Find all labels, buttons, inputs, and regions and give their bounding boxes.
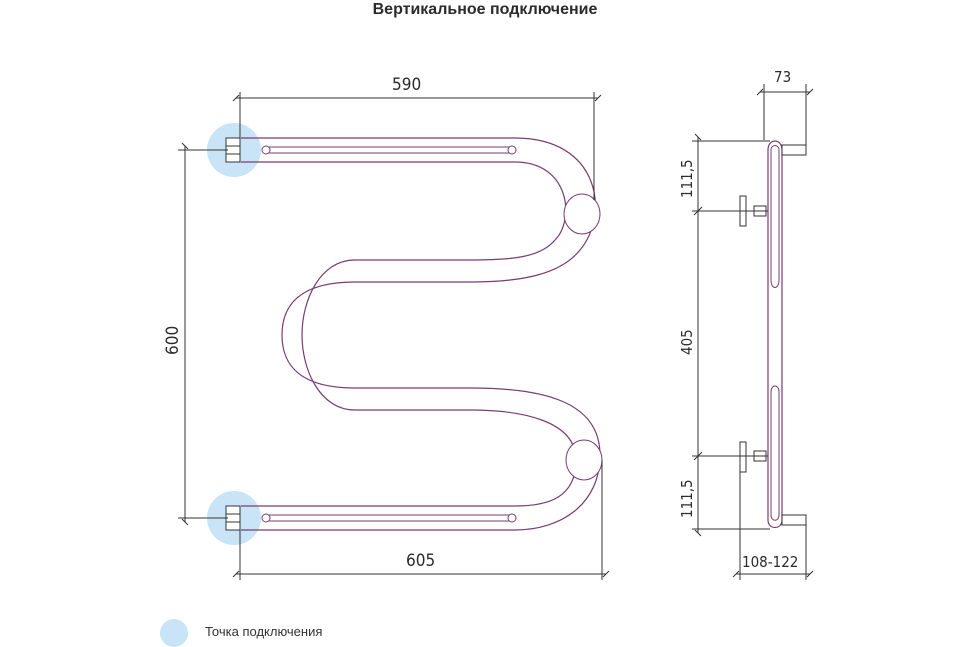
wall-bracket-upper: [563, 193, 601, 235]
legend-label: Точка подключения: [205, 624, 323, 639]
side-stub-bottom: [781, 514, 807, 526]
connector-nut-bottom: [225, 505, 241, 531]
pipe-outer-contour: [241, 137, 601, 531]
side-pipe-inner-bottom: [770, 385, 780, 521]
dim-bottom-width-label: 605: [406, 551, 435, 571]
top-rod: [261, 145, 517, 155]
side-bracket-lower: [739, 441, 768, 473]
side-view: 73 111,5 405 111,5 108-122: [678, 68, 814, 580]
side-pipe: [767, 140, 783, 529]
dimension-vertical-chain: [692, 133, 770, 537]
side-stub-top: [781, 144, 807, 156]
front-view: 590 605 600: [163, 75, 610, 580]
page-title: Вертикальное подключение: [372, 1, 598, 18]
dimension-depth: [756, 84, 814, 146]
wall-bracket-lower: [565, 439, 603, 481]
legend-connection-point-icon: [160, 619, 188, 647]
connector-nut-top: [225, 137, 241, 163]
dimension-bottom-width: [232, 460, 610, 580]
dim-wall-distance-label: 108-122: [742, 553, 798, 571]
dim-top-width-label: 590: [392, 75, 421, 95]
dimension-wall-distance: [732, 472, 814, 580]
dimension-top-width: [232, 92, 602, 200]
dim-middle-label: 405: [678, 329, 696, 355]
bottom-rod: [261, 513, 517, 523]
dim-lower-offset-label: 111,5: [678, 479, 696, 518]
dim-depth-label: 73: [774, 68, 791, 86]
dim-height-label: 600: [163, 326, 183, 355]
side-pipe-inner-top: [770, 145, 780, 288]
dim-upper-offset-label: 111,5: [678, 159, 696, 198]
pipe-inner-contour: [241, 161, 577, 507]
dimension-height: [178, 142, 228, 526]
